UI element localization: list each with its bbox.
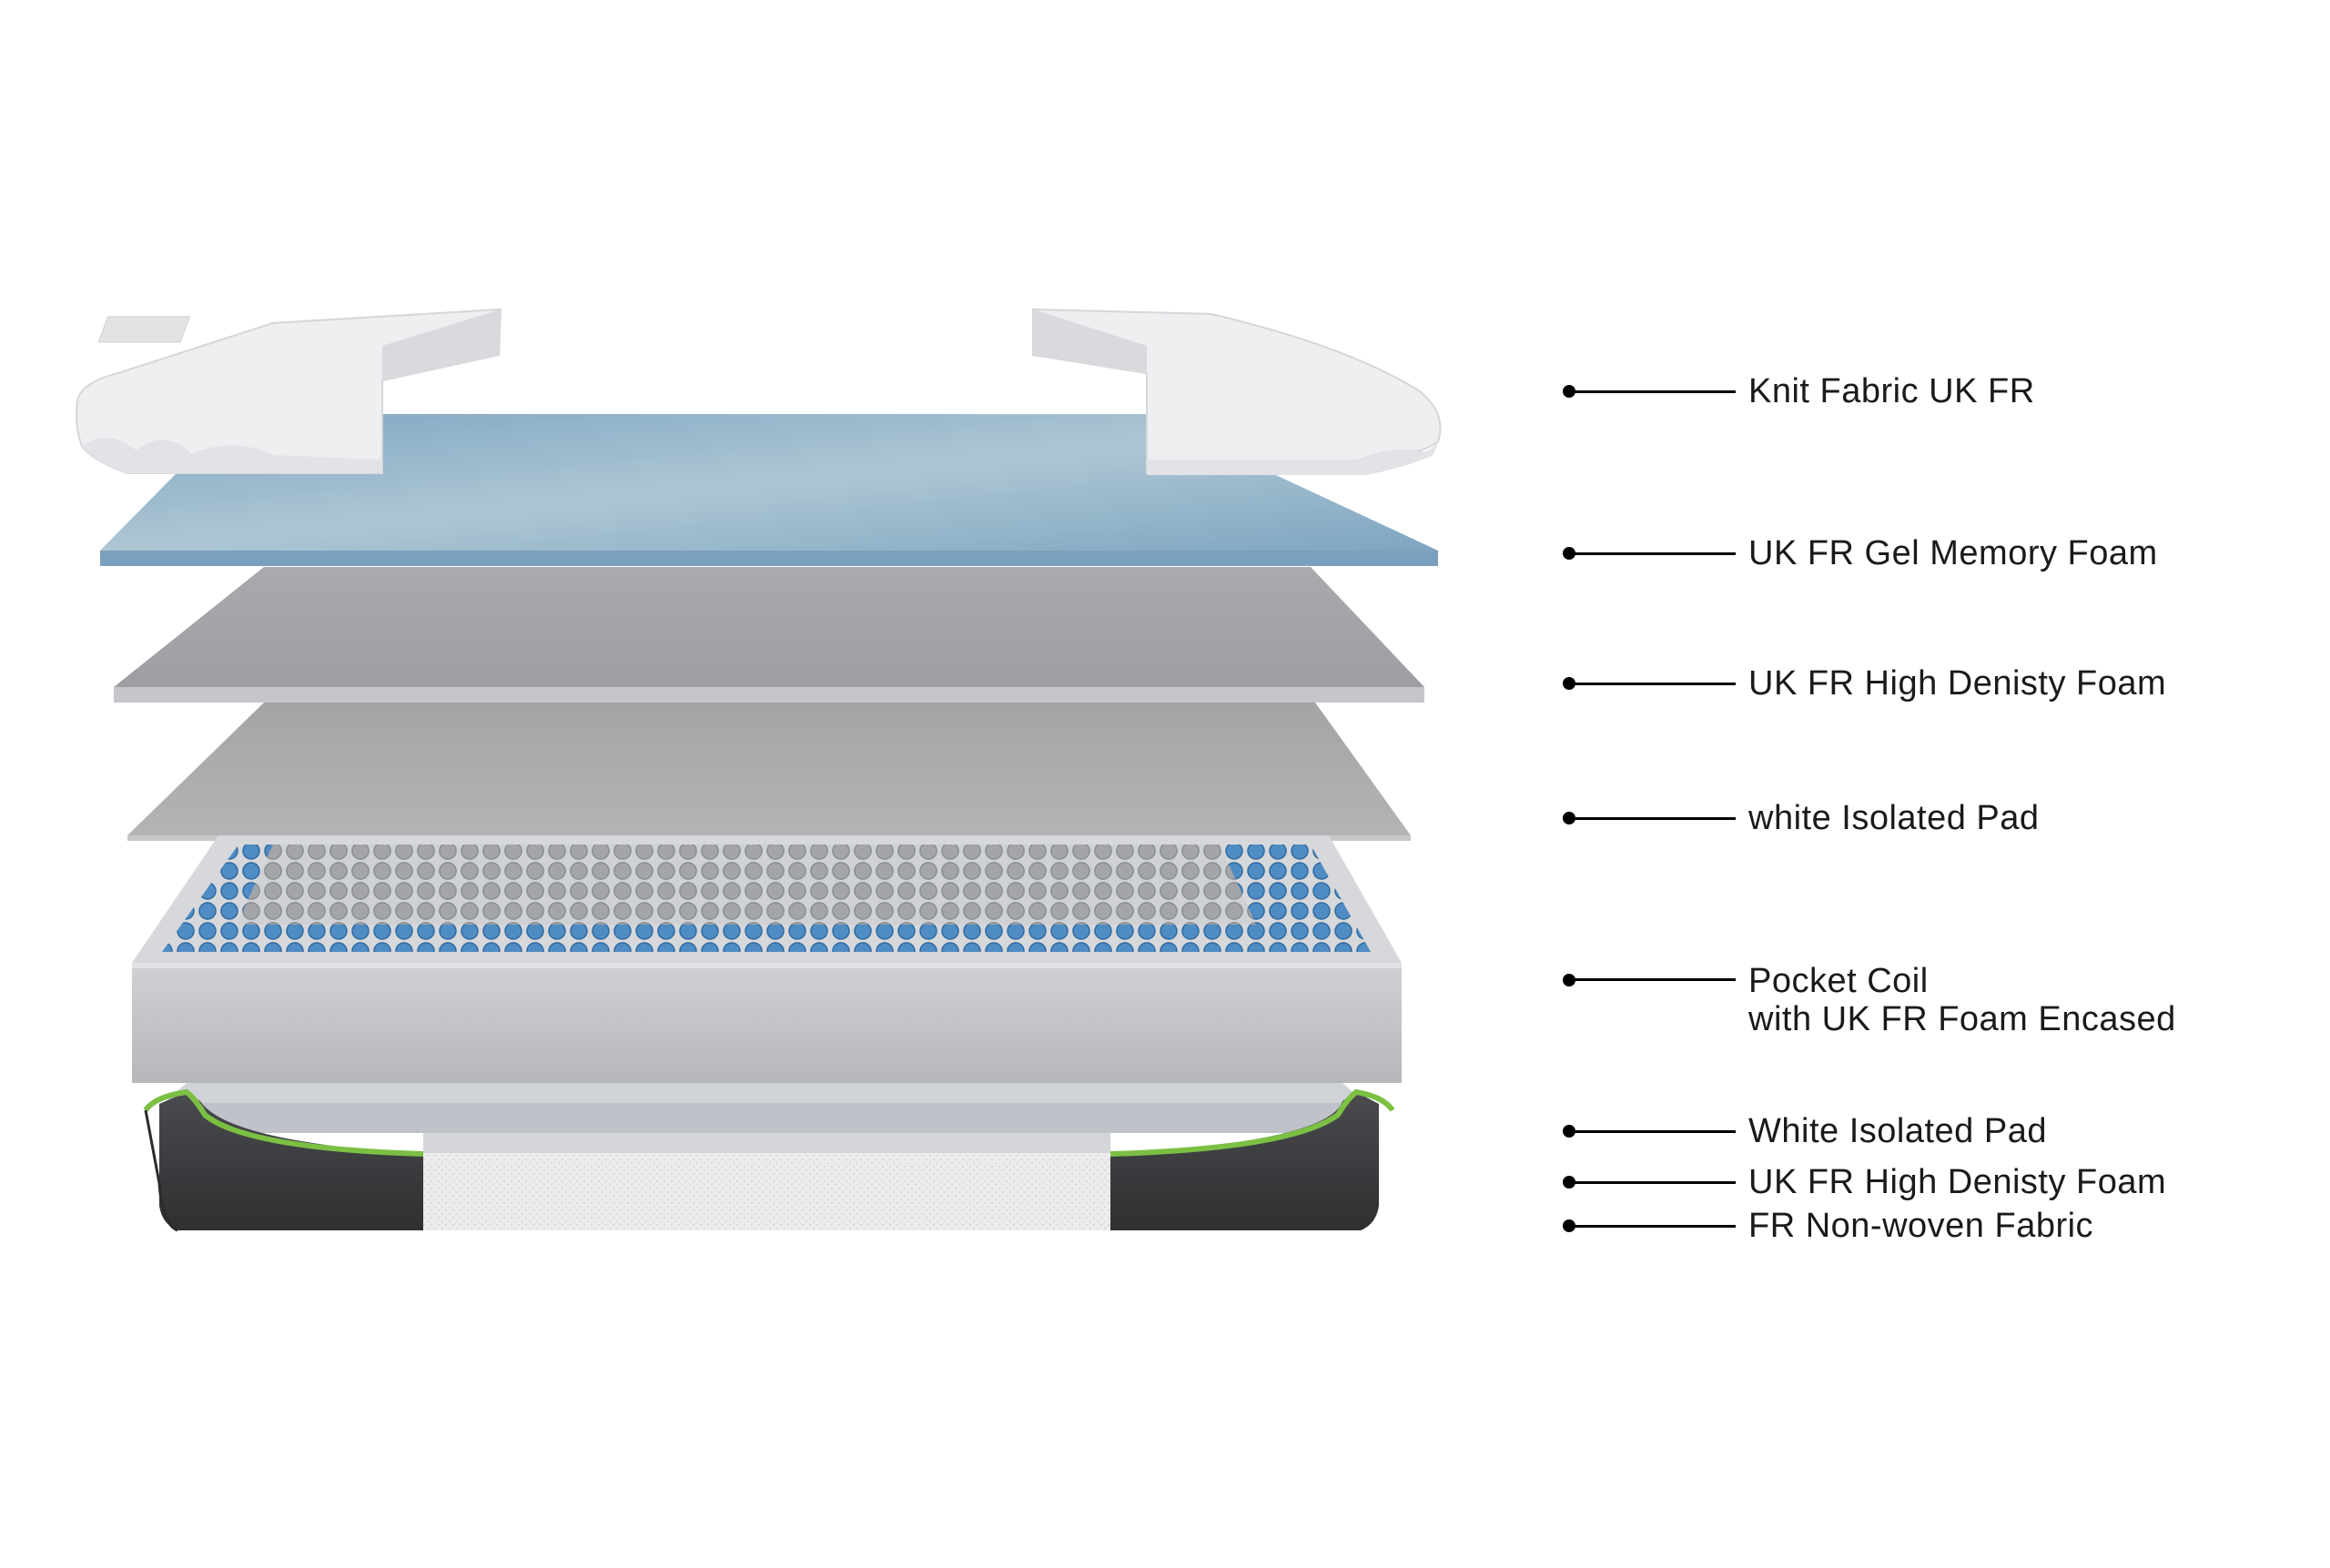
high-density-foam-layer [114, 567, 1424, 703]
callout-label: Knit Fabric UK FR [1748, 372, 2035, 410]
pocket-coil-layer [132, 835, 1402, 1083]
leader-line [1574, 682, 1736, 685]
callout-non-woven-fabric: FR Non-woven Fabric [1563, 1207, 2094, 1245]
callout-label-line1: Pocket Coil [1748, 962, 1929, 1000]
callout-label: Pocket Coil with UK FR Foam Encased [1748, 962, 2176, 1038]
callout-dot [1563, 1125, 1575, 1138]
leader-line [1574, 1224, 1736, 1228]
base-foam-layer [143, 1088, 1395, 1232]
leader-line [1574, 978, 1736, 981]
callout-label: White Isolated Pad [1748, 1112, 2047, 1150]
leader-line [1574, 551, 1736, 555]
callout-dot [1563, 812, 1575, 824]
callout-knit-fabric: Knit Fabric UK FR [1563, 372, 2035, 410]
callout-dot [1563, 677, 1575, 690]
callout-dot [1563, 1219, 1575, 1232]
callout-dot [1563, 385, 1575, 398]
callout-dot [1563, 974, 1575, 986]
callout-white-isolated-pad: white Isolated Pad [1563, 799, 2040, 837]
leader-line [1574, 816, 1736, 820]
callout-base-foam: UK FR High Denisty Foam [1563, 1163, 2167, 1201]
callout-gel-memory-foam: UK FR Gel Memory Foam [1563, 534, 2158, 572]
callout-dot [1563, 1176, 1575, 1189]
callout-label: UK FR High Denisty Foam [1748, 664, 2167, 703]
callout-label: FR Non-woven Fabric [1748, 1207, 2094, 1245]
callout-pocket-coil: Pocket Coil with UK FR Foam Encased [1563, 962, 2176, 1038]
callout-label: UK FR Gel Memory Foam [1748, 534, 2158, 572]
callout-dot [1563, 547, 1575, 560]
non-woven-fabric-layer [423, 1133, 1110, 1230]
callout-high-density-foam: UK FR High Denisty Foam [1563, 664, 2167, 703]
leader-line [1574, 389, 1736, 393]
callout-label-line2: with UK FR Foam Encased [1748, 1000, 2176, 1038]
leader-line [1574, 1129, 1736, 1133]
callout-label: white Isolated Pad [1748, 799, 2040, 837]
leader-line [1574, 1180, 1736, 1184]
bottom-isolated-pad-layer [164, 1083, 1365, 1133]
gel-memory-foam-layer [76, 308, 1442, 566]
callout-label: UK FR High Denisty Foam [1748, 1163, 2167, 1201]
callout-bottom-isolated-pad: White Isolated Pad [1563, 1112, 2047, 1150]
